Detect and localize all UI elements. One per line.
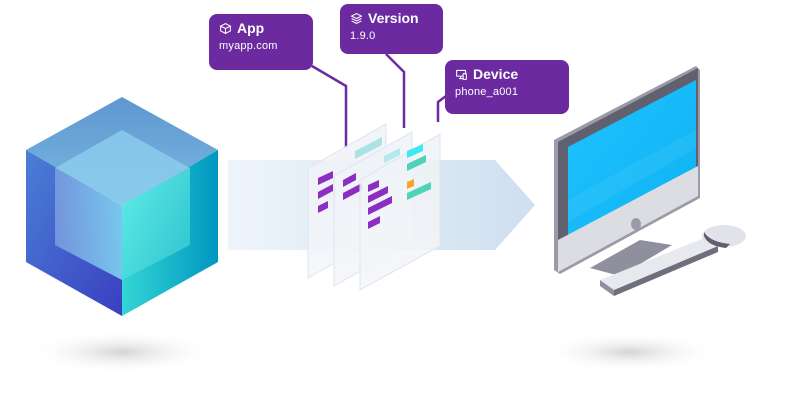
- desktop-computer-icon: [554, 66, 746, 296]
- layers-icon: [350, 12, 363, 25]
- cube-icon: [26, 97, 218, 316]
- callout-device-title: Device: [473, 66, 519, 82]
- cube-shadow: [27, 330, 217, 374]
- document-page-3: [359, 133, 441, 291]
- callout-app-value: myapp.com: [219, 40, 278, 52]
- devices-icon: [455, 68, 468, 81]
- computer-shadow: [540, 332, 720, 372]
- callout-app-title: App: [237, 20, 265, 36]
- callout-version-title: Version: [368, 10, 419, 26]
- callout-device: Device phone_a001: [445, 60, 569, 114]
- callout-version: Version 1.9.0: [340, 4, 443, 54]
- callout-connectors: [311, 53, 447, 148]
- callout-app: App myapp.com: [209, 14, 313, 70]
- metadata-documents: [307, 123, 441, 291]
- callout-version-value: 1.9.0: [350, 30, 376, 42]
- box-icon: [219, 22, 232, 35]
- callout-device-value: phone_a001: [455, 86, 519, 98]
